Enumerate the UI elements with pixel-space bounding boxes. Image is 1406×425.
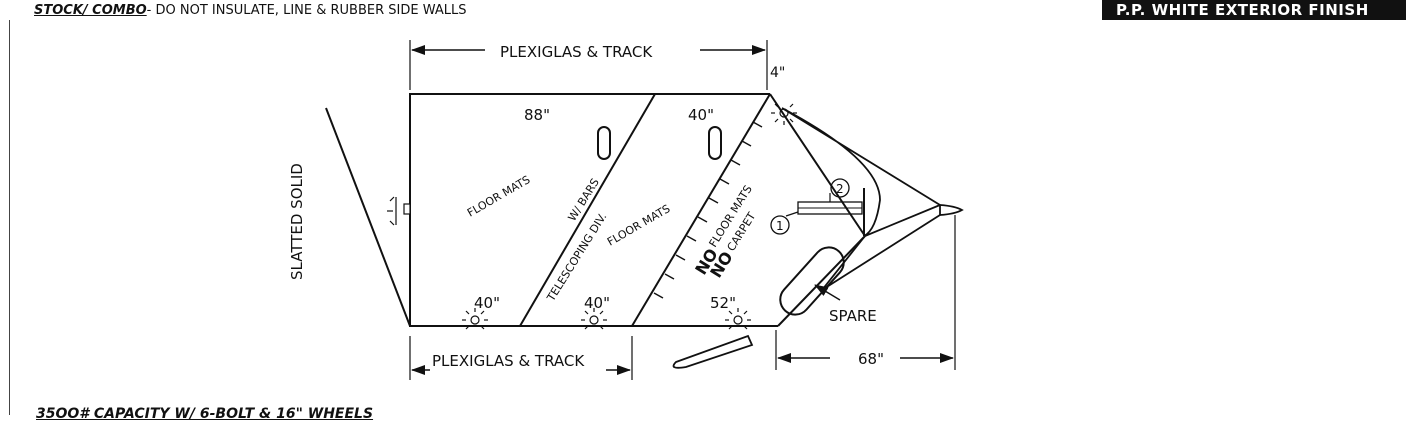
capacity-note: 35OO# CAPACITY W/ 6-BOLT & 16" WHEELS — [36, 406, 374, 422]
tongue-frame — [781, 107, 941, 291]
middle-width-bottom: 40" — [584, 294, 610, 312]
rear-door-latch — [403, 203, 411, 215]
spare-leader-line — [814, 284, 841, 301]
rear-floor-mats-label: FLOOR MATS — [465, 173, 532, 219]
callout-1-circle — [770, 215, 790, 235]
construction-note-title: STOCK/ COMBO — [34, 3, 147, 18]
rear-width-top: 88" — [524, 106, 550, 124]
front-width-bottom: 52" — [710, 294, 736, 312]
light-icon — [725, 308, 751, 330]
fender-step — [672, 334, 754, 369]
light-icon — [771, 103, 797, 125]
carpet-edge-ticks — [653, 121, 763, 299]
window-slot-middle — [708, 126, 722, 160]
callout-2-circle — [830, 178, 850, 198]
divider-line-1 — [519, 93, 656, 327]
tongue-dimension-label: 68" — [858, 350, 884, 368]
spare-label: SPARE — [829, 307, 877, 325]
rear-door-swing — [325, 107, 411, 327]
nose-lower-edge — [777, 235, 866, 327]
callout-1-number: 1 — [776, 219, 784, 233]
light-icon — [581, 308, 607, 330]
construction-note-text: - DO NOT INSULATE, LINE & RUBBER SIDE WA… — [146, 3, 467, 18]
divider-line-2 — [631, 93, 771, 327]
hitch-coupler — [939, 204, 964, 216]
top-dimension-label: PLEXIGLAS & TRACK — [500, 43, 653, 61]
middle-floor-mats-label: FLOOR MATS — [605, 202, 672, 248]
middle-width-top: 40" — [688, 106, 714, 124]
light-icon — [462, 308, 488, 330]
callout-1-leader — [785, 211, 799, 217]
rear-door-label: SLATTED SOLID — [288, 163, 306, 280]
exterior-finish-banner: P.P. WHITE EXTERIOR FINISH — [1102, 0, 1406, 20]
construction-note: STOCK/ COMBO- DO NOT INSULATE, LINE & RU… — [34, 3, 466, 18]
nose-offset-label: 4" — [770, 65, 785, 81]
frame-left-border — [9, 20, 10, 415]
nose-upper-edge — [769, 93, 866, 237]
bottom-dimension-label: PLEXIGLAS & TRACK — [432, 352, 585, 370]
window-slot-rear — [597, 126, 611, 160]
divider-label: TELESCOPING DIV. — [544, 211, 609, 305]
rear-width-bottom: 40" — [474, 294, 500, 312]
light-icon — [387, 196, 397, 226]
callout-2-number: 2 — [836, 182, 844, 196]
